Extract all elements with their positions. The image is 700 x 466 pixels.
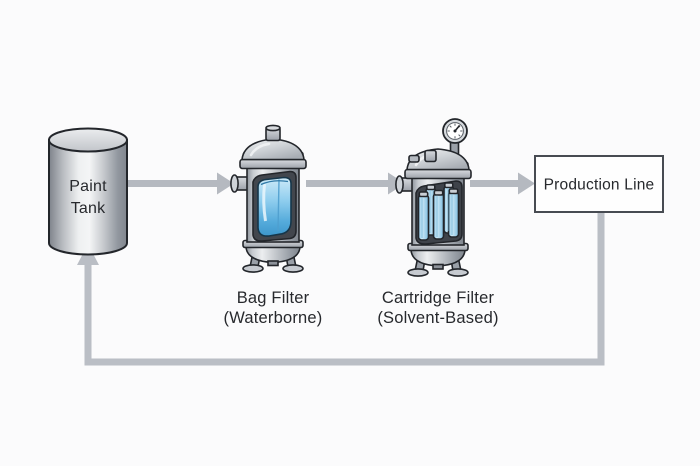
cartridge — [417, 191, 430, 241]
vessel-foot — [447, 268, 469, 277]
vent-cap — [424, 149, 437, 163]
filter-cartridges — [417, 182, 460, 241]
bag-highlight — [262, 183, 267, 222]
dome-highlight — [249, 142, 271, 157]
paint-tank-label-line2: Tank — [71, 200, 106, 217]
tank-lid — [48, 127, 128, 153]
dome-lid — [241, 138, 305, 161]
flow-arrow-tank-to-bagfilter — [127, 172, 234, 195]
cartridge-filter-label: Cartridge Filter — [382, 289, 495, 307]
lid-flange — [404, 168, 472, 180]
bag-filter-illustration — [230, 124, 307, 273]
flow-arrow-cartridgefilter-to-productionline — [470, 172, 535, 195]
pressure-gauge-icon — [442, 118, 468, 144]
paint-tank: Paint Tank — [48, 127, 128, 256]
paint-tank-label-line1: Paint — [69, 178, 107, 195]
vessel-foot — [407, 268, 429, 277]
production-line-label: Production Line — [544, 177, 655, 194]
cartridge-filter-sublabel: (Solvent-Based) — [377, 309, 498, 327]
production-line-box: Production Line — [534, 155, 664, 213]
vessel-foot — [242, 264, 264, 273]
bag-filter-sublabel: (Waterborne) — [224, 309, 323, 327]
bag-filter-label: Bag Filter — [237, 289, 310, 307]
top-cap-lid — [265, 124, 281, 132]
drain-plug — [267, 260, 279, 267]
filter-bag — [257, 176, 292, 237]
return-loop-line — [77, 212, 605, 366]
vessel-foot — [282, 264, 304, 273]
bag-crease — [277, 179, 280, 232]
lid-flange — [239, 158, 307, 170]
bag-fold — [260, 180, 289, 186]
drain-plug — [432, 263, 444, 270]
cartridge-filter-illustration — [395, 118, 472, 277]
inlet-flange — [395, 175, 404, 194]
cartridge — [432, 189, 445, 240]
cartridge — [447, 188, 460, 238]
side-fitting — [408, 154, 420, 163]
flow-arrow-bagfilter-to-cartridgefilter — [306, 172, 405, 195]
inlet-flange — [230, 174, 239, 193]
